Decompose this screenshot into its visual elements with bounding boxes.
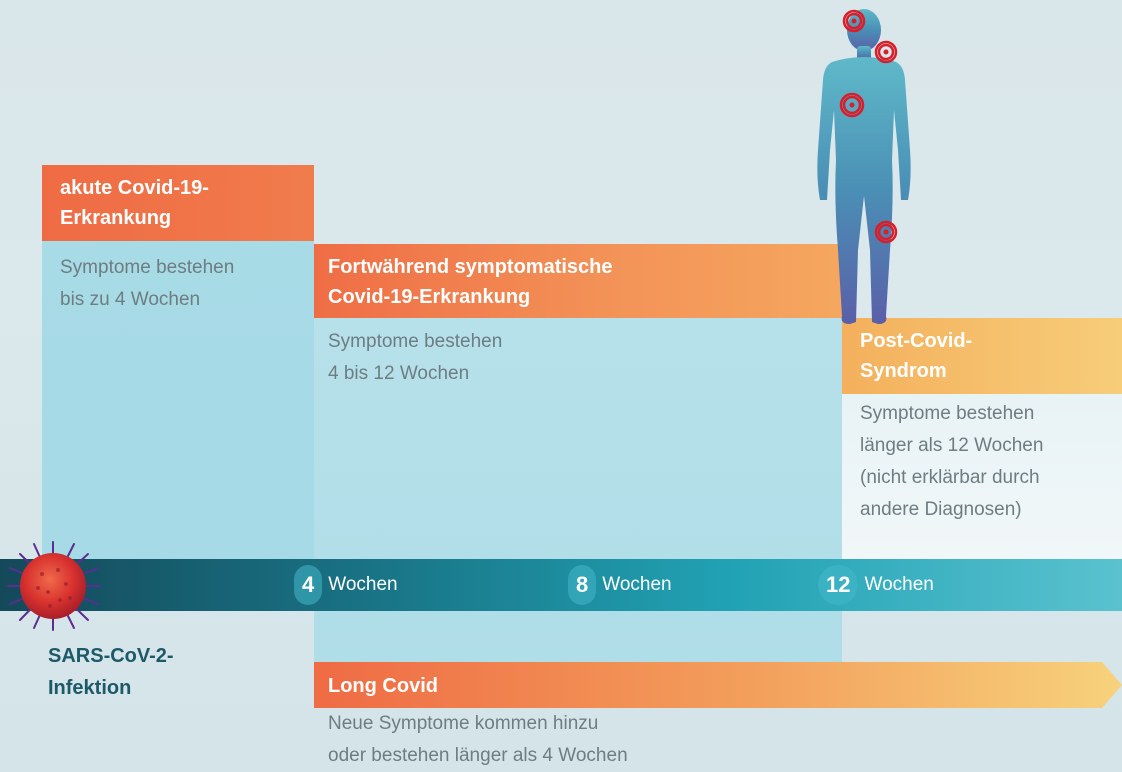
stage-persistent-title: Fortwährend symptomatische Covid-19-Erkr…	[314, 244, 842, 318]
long-covid-description: Neue Symptome kommen hinzu oder bestehen…	[328, 708, 628, 772]
long-covid-title: Long Covid	[328, 662, 438, 708]
timeline-marker-number: 8	[568, 565, 596, 605]
infection-start-label: SARS-CoV-2- Infektion	[48, 640, 248, 704]
stage-persistent-title-text: Fortwährend symptomatische Covid-19-Erkr…	[328, 256, 613, 308]
stage-acute-title: akute Covid-19- Erkrankung	[42, 165, 314, 241]
human-body-icon	[798, 0, 928, 330]
timeline-marker-8: 8 Wochen	[568, 559, 672, 611]
timeline-marker-number: 12	[818, 565, 858, 605]
timeline-marker-label: Wochen	[328, 574, 397, 596]
stage-acute-description: Symptome bestehen bis zu 4 Wochen	[60, 252, 234, 316]
stage-persistent-description: Symptome bestehen 4 bis 12 Wochen	[328, 326, 502, 390]
timeline-marker-12: 12 Wochen	[818, 559, 934, 611]
stage-post-covid-title-text: Post-Covid- Syndrom	[860, 330, 972, 382]
coronavirus-icon	[0, 540, 106, 632]
timeline-marker-4: 4 Wochen	[294, 559, 398, 611]
timeline-marker-number: 4	[294, 565, 322, 605]
timeline-bar	[0, 559, 1122, 611]
stage-acute-title-text: akute Covid-19- Erkrankung	[60, 177, 209, 229]
stage-post-covid-description: Symptome bestehen länger als 12 Wochen (…	[860, 398, 1043, 526]
timeline-marker-label: Wochen	[602, 574, 671, 596]
timeline-marker-label: Wochen	[864, 574, 933, 596]
